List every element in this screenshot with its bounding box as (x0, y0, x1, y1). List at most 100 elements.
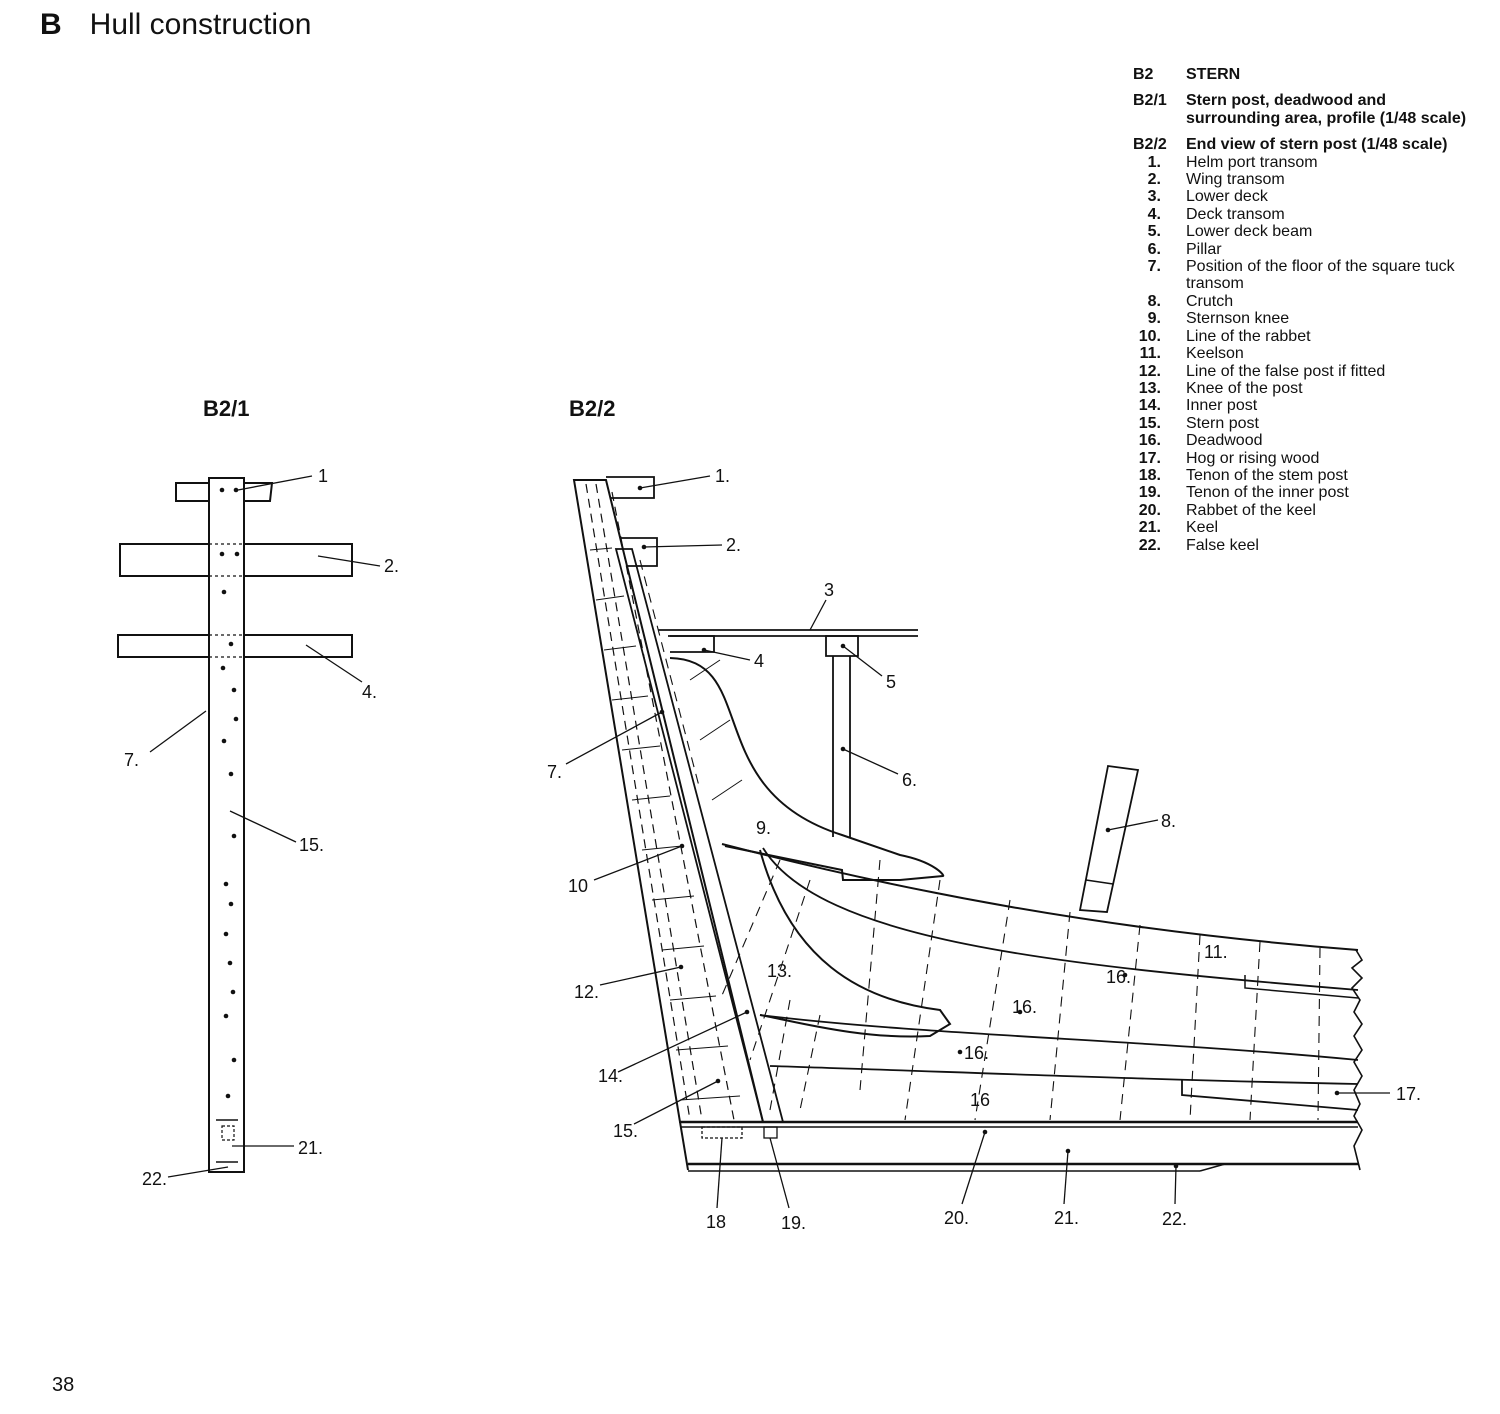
callout-label: 16. (1012, 997, 1037, 1017)
legend-item-number: 15. (1138, 414, 1161, 432)
legend-section: B2 STERN (1133, 66, 1483, 83)
legend-item-number: 17. (1138, 449, 1161, 467)
callout-label: 1. (715, 466, 730, 486)
legend-item-label: Keelson (1186, 345, 1244, 363)
legend-item-label: Position of the floor of the square tuck… (1186, 258, 1455, 293)
legend-item-label: Tenon of the inner post (1186, 484, 1349, 502)
lower-deck-beam-b22 (825, 635, 859, 657)
legend-item-label: Sternson knee (1186, 310, 1290, 328)
callout-label: 2. (726, 535, 741, 555)
legend-item: 12. Line of the false post if fitted (1133, 363, 1483, 380)
legend-item-label: Wing transom (1186, 171, 1285, 189)
callout-label: 17. (1396, 1084, 1421, 1104)
legend-item-label: Crutch (1186, 292, 1234, 310)
tenon-stem-post (701, 1126, 743, 1139)
legend-item-label: Line of the false post if fitted (1186, 362, 1386, 380)
callout-label: 16 (970, 1090, 990, 1110)
tenon-outline (221, 1125, 235, 1141)
page-number: 38 (52, 1374, 75, 1396)
legend-item-label: Line of the rabbet (1186, 327, 1311, 345)
crutch-b22 (1078, 764, 1140, 913)
bolt-holes (219, 487, 240, 1099)
legend-items: 1. Helm port transom 2. Wing transom 3. Lower… (1133, 154, 1483, 554)
callout-label: 22. (142, 1169, 167, 1189)
legend-item-number: 21. (1138, 519, 1161, 537)
legend-item-number: 5. (1147, 223, 1161, 241)
legend-item-number: 4. (1147, 205, 1161, 223)
legend-item-label: Keel (1186, 519, 1219, 537)
legend-item-label: Helm port transom (1186, 153, 1318, 171)
legend-item-label: Pillar (1186, 240, 1222, 258)
legend-item-number: 3. (1147, 188, 1161, 206)
legend-item-number: 14. (1138, 397, 1161, 415)
hog-b22 (1181, 1080, 1359, 1111)
keelson-top (721, 843, 1359, 951)
legend-item-number: 19. (1138, 484, 1161, 502)
legend-item-number: 8. (1147, 292, 1161, 310)
callout-label: 7. (547, 762, 562, 782)
section-letter: B (40, 8, 62, 41)
legend-item: 11. Keelson (1133, 345, 1483, 362)
callout-label: 6. (902, 770, 917, 790)
callout-label: 12. (574, 982, 599, 1002)
sternson-knee-b22 (669, 657, 945, 881)
legend-item-number: 1. (1147, 153, 1161, 171)
legend-item-label: Lower deck (1186, 188, 1268, 206)
deck-transom-shape (117, 634, 353, 658)
legend-item: 19. Tenon of the inner post (1133, 484, 1483, 501)
legend-item-label: Lower deck beam (1186, 223, 1313, 241)
legend-item: 14.Inner post (1133, 397, 1483, 414)
legend-item: 16.Deadwood (1133, 432, 1483, 449)
legend-item: 21. Keel (1133, 519, 1483, 536)
callout-label: 4 (754, 651, 764, 671)
callout-label: 10 (568, 876, 588, 896)
post-hatching (589, 547, 743, 1101)
legend-item: 2. Wing transom (1133, 171, 1483, 188)
figure-1-title: B2/1 (203, 396, 250, 421)
pillar-b22 (832, 656, 851, 837)
callout-label: 3 (824, 580, 834, 600)
legend-item-number: 12. (1138, 362, 1161, 380)
legend-section-code: B2/2 (1133, 136, 1167, 154)
legend-item: 22.False keel (1133, 537, 1483, 554)
legend-item: 15. Stern post (1133, 415, 1483, 432)
legend-item: 3. Lower deck (1133, 188, 1483, 205)
callout-label: 16. (1106, 967, 1131, 987)
callout-label: 16. (964, 1043, 989, 1063)
legend-item-number: 20. (1138, 501, 1161, 519)
figure-1-callouts: 1 2. 4. 7. 15. 21. 22. (124, 466, 399, 1189)
callout-label: 21. (298, 1138, 323, 1158)
legend-item-label: False keel (1186, 536, 1259, 554)
figure-2-title: B2/2 (569, 396, 616, 421)
legend-item: 17.Hog or rising wood (1133, 450, 1483, 467)
helm-port-transom-b22 (606, 476, 655, 499)
deck-transom-b22 (670, 635, 715, 653)
legend-item-number: 6. (1147, 240, 1161, 258)
legend-item: 9. Sternson knee (1133, 310, 1483, 327)
legend-item: 18.Tenon of the stem post (1133, 467, 1483, 484)
section-title: Hull construction (89, 8, 312, 41)
legend-item-label: Stern post (1186, 414, 1259, 432)
callout-label: 9. (756, 818, 771, 838)
figure-2-callouts: 1. 2. 3 4 5 6. 7. 8. 9. 10 11. 12. 13. 1… (547, 466, 1421, 1233)
legend-item-number: 11. (1139, 345, 1161, 363)
legend-item-label: Tenon of the stem post (1186, 466, 1348, 484)
callout-label: 18 (706, 1212, 726, 1232)
legend-section-text: End view of stern post (1/48 scale) (1186, 136, 1448, 154)
legend-item-number: 9. (1147, 310, 1161, 328)
legend-item-label: Deck transom (1186, 205, 1285, 223)
callout-label: 2. (384, 556, 399, 576)
legend-item-number: 2. (1147, 171, 1161, 189)
legend-item: 1. Helm port transom (1133, 154, 1483, 171)
legend-section-code: B2/1 (1133, 92, 1167, 110)
callout-label: 8. (1161, 811, 1176, 831)
callout-label: 5 (886, 672, 896, 692)
callout-label: 1 (318, 466, 328, 486)
legend-item: 7.Position of the floor of the square tu… (1133, 258, 1483, 293)
figure-2-drawing (565, 475, 1390, 1209)
legend-section-code: B2 (1133, 66, 1154, 83)
callout-label: 20. (944, 1208, 969, 1228)
knee-of-post-b22 (759, 849, 952, 1038)
legend-item: 4. Deck transom (1133, 206, 1483, 223)
callout-label: 22. (1162, 1209, 1187, 1229)
